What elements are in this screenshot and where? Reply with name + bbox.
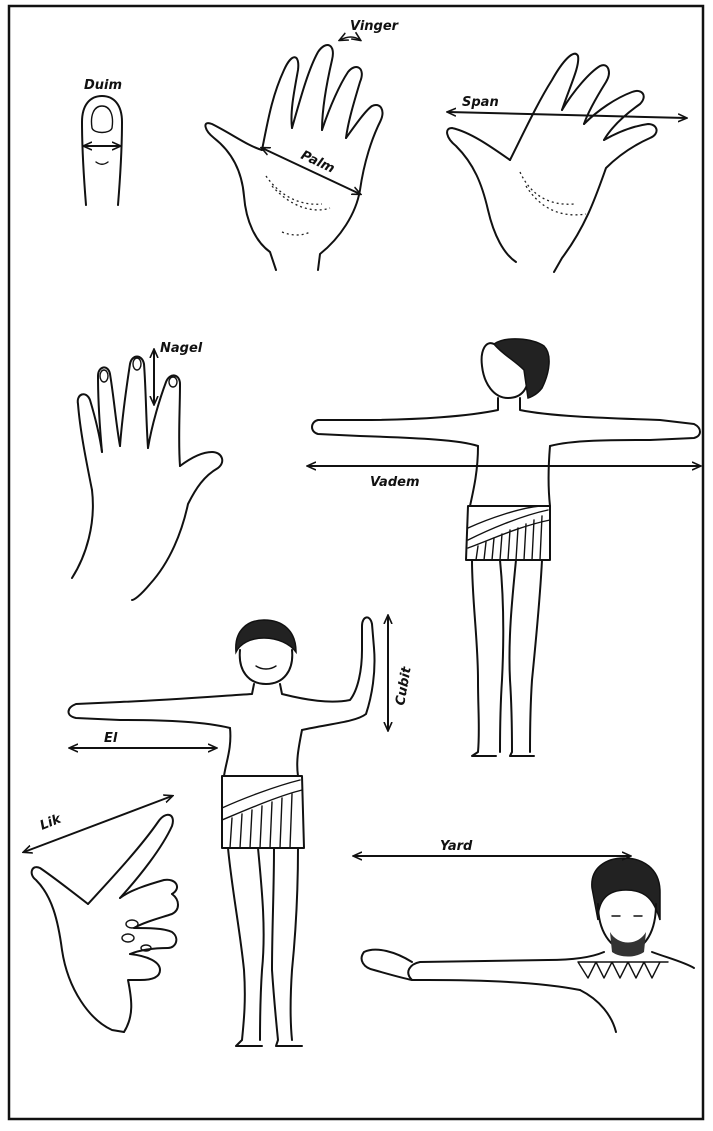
nagel-label: Nagel (160, 341, 203, 356)
span-hand-figure: Span (447, 54, 686, 272)
cubit-el-figure: Cubit El (69, 616, 415, 1046)
duim-label: Duim (84, 78, 122, 93)
nagel-hand-figure: Nagel (72, 341, 222, 600)
vadem-figure: Vadem (308, 339, 700, 756)
span-arrow (448, 112, 686, 118)
el-label: El (104, 731, 118, 746)
yard-label: Yard (440, 839, 473, 854)
cubit-label: Cubit (393, 665, 415, 707)
vinger-arrow (340, 37, 360, 40)
page-border (9, 6, 703, 1119)
span-label: Span (462, 95, 499, 110)
cubit-skirt (222, 776, 304, 848)
yard-figure: Yard (354, 839, 694, 1032)
thumb-figure: Duim (82, 78, 122, 205)
lik-label: Lik (38, 811, 65, 833)
palm-label: Palm (298, 148, 336, 177)
palm-hand-figure: Palm Vinger (205, 19, 399, 270)
vadem-skirt (466, 506, 550, 560)
vinger-label: Vinger (350, 19, 400, 34)
lik-hand-figure: Lik (24, 796, 178, 1032)
vadem-label: Vadem (370, 475, 420, 490)
